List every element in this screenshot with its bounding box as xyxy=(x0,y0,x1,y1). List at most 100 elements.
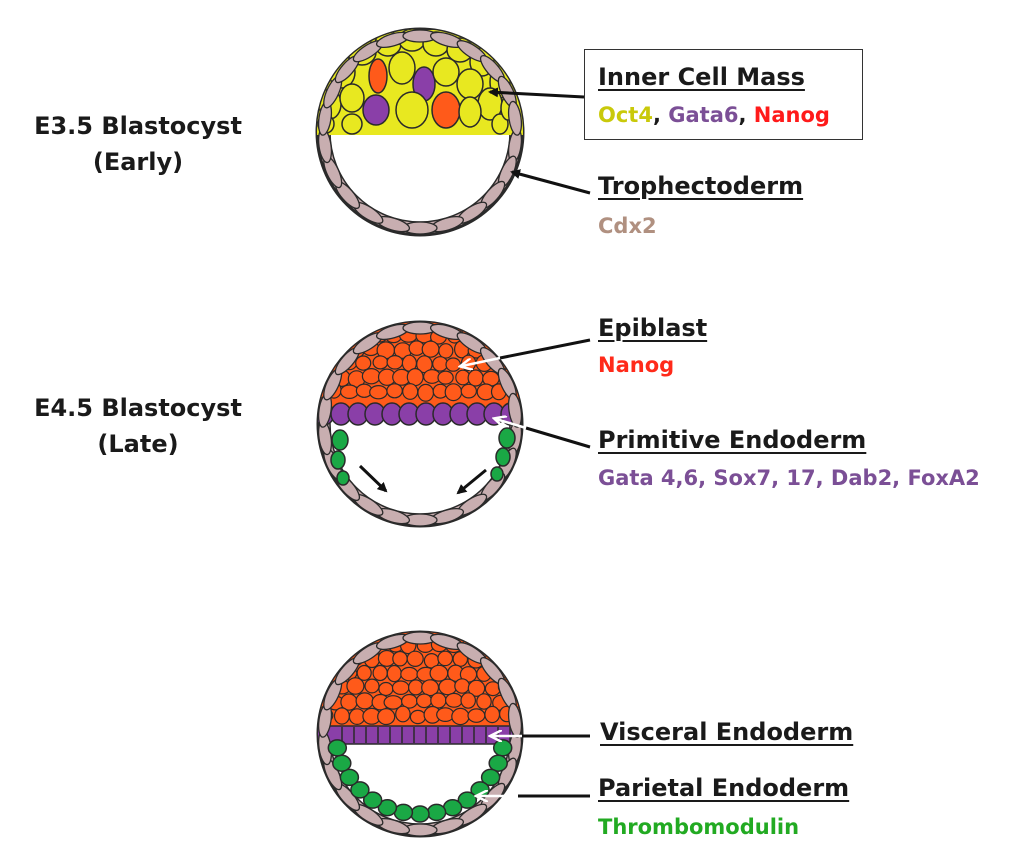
icm-cell xyxy=(368,58,388,94)
epiblast-cell xyxy=(437,370,454,385)
stage-label-early: E3.5 Blastocyst (Early) xyxy=(28,108,248,180)
epiblast-cell xyxy=(392,650,408,667)
parietal-endoderm-cell xyxy=(480,768,501,787)
epiblast-cell xyxy=(407,679,424,696)
epiblast-cell xyxy=(318,340,335,358)
endoderm-cell xyxy=(330,450,346,470)
migrating-endoderm-cells xyxy=(330,427,516,486)
epiblast-cell xyxy=(451,707,470,726)
epiblast-cell xyxy=(490,326,509,344)
epiblast-cell xyxy=(416,693,433,709)
icm-cell xyxy=(458,96,482,128)
epiblast-title: Epiblast xyxy=(598,314,708,342)
parietal-endoderm-title: Parietal Endoderm xyxy=(598,774,850,802)
epiblast-cell xyxy=(386,354,404,370)
epiblast-cell xyxy=(513,341,522,360)
visceral-endoderm-title: Visceral Endoderm xyxy=(600,718,854,746)
epiblast-cell xyxy=(444,383,463,402)
epiblast-cell xyxy=(361,368,381,385)
parietal-endoderm-cell xyxy=(332,754,352,772)
trophectoderm-cell xyxy=(507,392,523,428)
epiblast-cell xyxy=(504,637,522,655)
epiblast-cell xyxy=(436,707,455,722)
parietal-endoderm-cell xyxy=(350,781,370,799)
icm-label-box xyxy=(584,49,863,140)
trophectoderm-pointer xyxy=(510,169,591,195)
trophectoderm-marker: Cdx2 xyxy=(598,214,657,238)
epiblast-cell xyxy=(318,665,327,681)
epiblast-cell xyxy=(417,383,435,402)
primitive-endoderm-title: Primitive Endoderm xyxy=(598,426,867,454)
parietal-endoderm-marker: Thrombomodulin xyxy=(598,815,800,839)
parietal-endoderm-cell xyxy=(362,791,383,809)
epiblast-cell xyxy=(395,705,411,723)
epiblast-pointer-arrow xyxy=(462,356,501,366)
epiblast-cell xyxy=(326,326,343,345)
epiblast-cell xyxy=(386,383,403,399)
epiblast-cell xyxy=(391,680,410,695)
icm-marker-3: , xyxy=(738,103,754,127)
icm-marker-1: , xyxy=(652,103,669,127)
icm-pointer xyxy=(488,87,585,99)
epiblast-cell xyxy=(355,692,374,710)
epiblast-cell xyxy=(460,383,477,399)
epiblast-cell xyxy=(429,664,449,682)
epiblast-pointer-line xyxy=(499,338,591,360)
epiblast-cell xyxy=(514,370,522,386)
epiblast-cell xyxy=(400,666,419,682)
trophectoderm-title: Trophectoderm xyxy=(598,172,804,200)
epiblast-cell xyxy=(340,384,359,399)
migration-arrow-right xyxy=(456,468,487,495)
visceral-endoderm-stripes xyxy=(341,727,511,743)
icm-marker-2: Gata6 xyxy=(668,103,739,127)
epiblast-cell xyxy=(402,383,419,400)
epiblast-cell xyxy=(386,664,402,683)
epiblast-cell xyxy=(430,692,447,709)
epiblast-cell xyxy=(513,677,522,696)
endoderm-cell xyxy=(498,427,516,449)
blastocyst-differentiated xyxy=(316,630,524,838)
migration-arrow-left xyxy=(358,464,388,493)
epiblast-cell xyxy=(372,355,389,370)
trophectoderm-cells-differentiated xyxy=(317,631,523,837)
epiblast-cell xyxy=(445,357,461,372)
endoderm-cell xyxy=(490,466,504,482)
blastocyst-late xyxy=(316,320,524,528)
epiblast-marker: Nanog xyxy=(598,353,675,377)
stage-label-late: E4.5 Blastocyst (Late) xyxy=(28,390,248,462)
parietal-endoderm-cells xyxy=(327,739,513,823)
icm-cell xyxy=(339,83,365,113)
epiblast-cell xyxy=(438,343,454,359)
parietal-endoderm-cell xyxy=(377,798,398,817)
epiblast-cell xyxy=(406,368,424,387)
stage-early-sub: (Early) xyxy=(92,148,184,176)
epiblast-cell xyxy=(341,326,358,344)
primitive-endoderm-marker: Gata 4,6, Sox7, 17, Dab2, FoxA2 xyxy=(598,466,980,490)
parietal-endoderm-cell xyxy=(488,754,508,772)
parietal-endoderm-cell xyxy=(327,739,348,757)
stage-late-sub: (Late) xyxy=(97,430,179,458)
endoderm-cell xyxy=(331,429,349,451)
epiblast-cell xyxy=(377,708,396,726)
epiblast-cell xyxy=(438,678,458,696)
epiblast-cell xyxy=(454,678,471,694)
icm-cell xyxy=(456,68,484,100)
endoderm-cell xyxy=(495,447,511,467)
epiblast-cell xyxy=(326,638,345,655)
parietal-endoderm-cell xyxy=(492,739,513,757)
parietal-endoderm-cell xyxy=(339,768,360,787)
epiblast-cell xyxy=(318,355,327,370)
icm-cell xyxy=(395,91,429,129)
epiblast-cell xyxy=(378,681,394,697)
epiblast-cell xyxy=(318,637,328,654)
epiblast-cell xyxy=(372,664,388,682)
trophectoderm-cell xyxy=(507,100,523,136)
epiblast-cell xyxy=(467,369,484,387)
epiblast-cell xyxy=(318,648,335,668)
epiblast-cell xyxy=(505,355,522,373)
epiblast-cell xyxy=(364,678,380,694)
icm-title: Inner Cell Mass xyxy=(598,63,805,91)
endoderm-cell xyxy=(336,470,350,486)
epiblast-cell xyxy=(406,650,424,668)
